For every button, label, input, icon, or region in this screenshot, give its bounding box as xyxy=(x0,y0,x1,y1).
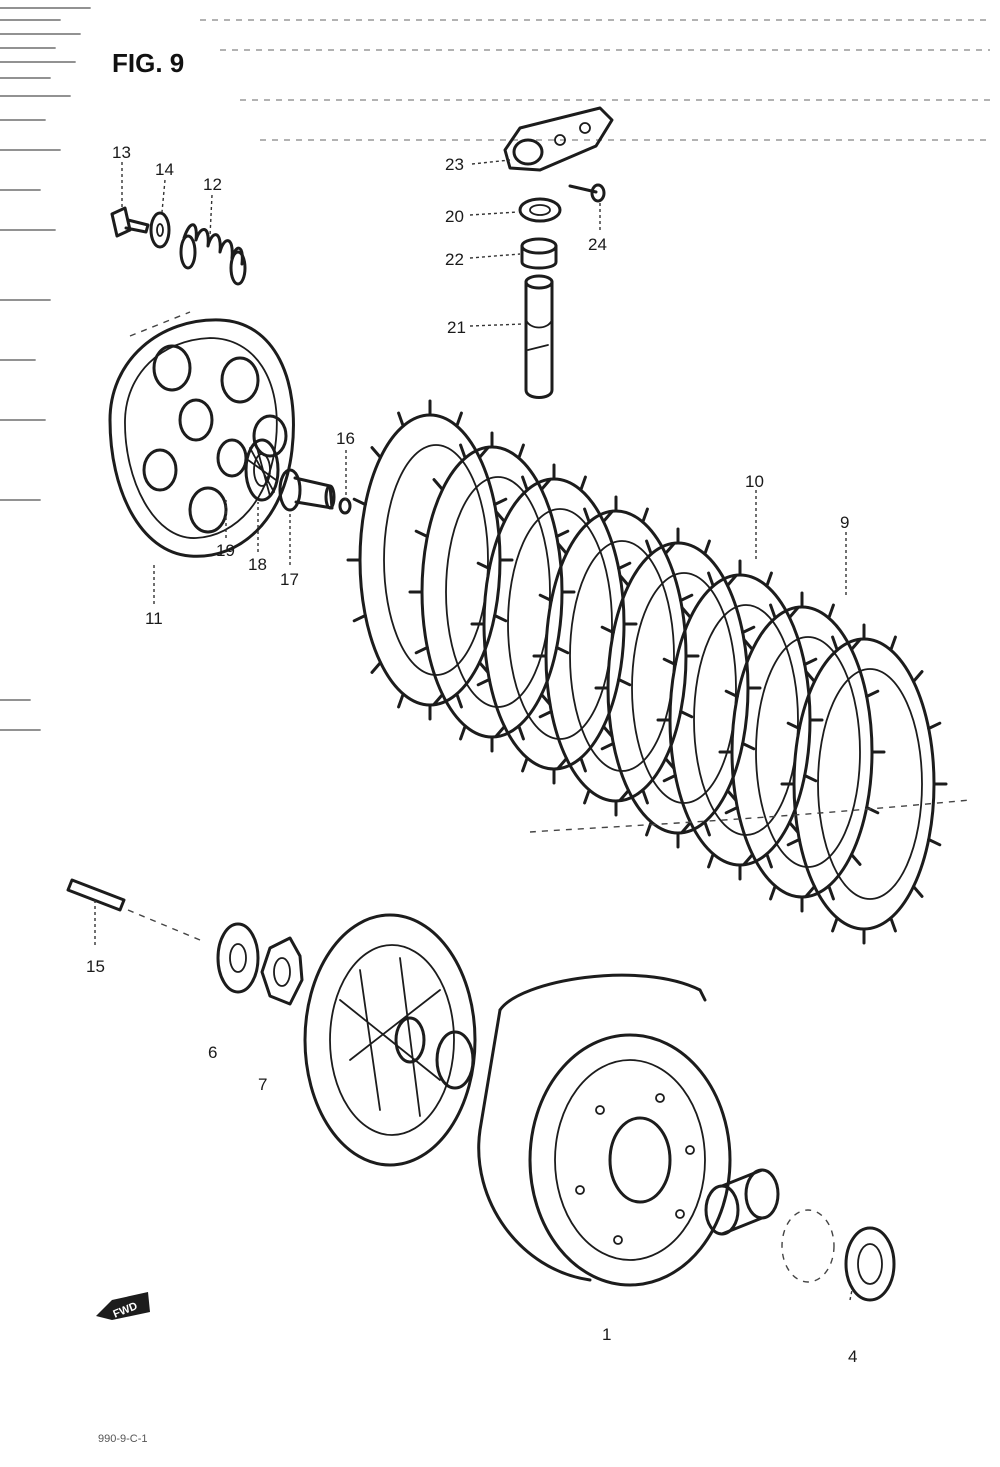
clutch-plate-tabs xyxy=(718,591,886,913)
callout-14: 14 xyxy=(155,160,174,179)
callout-20: 20 xyxy=(445,207,464,226)
clutch-plate-tabs xyxy=(408,431,576,753)
part-pressure-plate-11 xyxy=(108,311,295,558)
part-pin-15 xyxy=(66,878,201,941)
callout-19: 19 xyxy=(216,541,235,560)
callout-7: 7 xyxy=(258,1075,267,1094)
clutch-plate-tabs xyxy=(780,623,948,945)
part-washer-14 xyxy=(149,211,171,249)
callout-1: 1 xyxy=(602,1325,611,1344)
callout-22: 22 xyxy=(445,250,464,269)
callout-17: 17 xyxy=(280,570,299,589)
callout-16: 16 xyxy=(336,429,355,448)
callout-15: 15 xyxy=(86,957,105,976)
clutch-plate-tabs xyxy=(656,559,824,881)
callout-9: 9 xyxy=(840,513,849,532)
leader-lines xyxy=(94,159,853,1301)
part-bolt-13 xyxy=(110,206,150,238)
clutch-plate-tabs xyxy=(346,399,514,721)
assembly-axis-line xyxy=(529,799,971,833)
part-ball-16 xyxy=(338,497,352,515)
part-clutch-hub xyxy=(303,913,477,1167)
callout-11: 11 xyxy=(145,609,163,628)
part-spring-12 xyxy=(179,223,247,286)
part-screw-24 xyxy=(568,183,606,203)
part-spacer-7 xyxy=(260,936,304,1006)
callout-24: 24 xyxy=(588,235,607,254)
scan-noise xyxy=(0,7,990,731)
clutch-plate-tabs xyxy=(532,495,700,817)
part-washer-6 xyxy=(216,922,260,994)
clutch-plate-inner-edge xyxy=(817,668,923,900)
callout-23: 23 xyxy=(445,155,464,174)
callout-10: 10 xyxy=(745,472,764,491)
callout-18: 18 xyxy=(248,555,267,574)
part-needle-bearing xyxy=(704,1168,780,1236)
callout-13: 13 xyxy=(112,143,131,162)
part-bearing-18 xyxy=(244,438,280,502)
part-oil-seal-20 xyxy=(518,197,562,223)
part-bearing-22 xyxy=(520,237,558,270)
clutch-plate-inner-edge xyxy=(383,444,489,676)
callout-labels: 13 14 12 23 20 24 22 21 16 10 9 19 18 17… xyxy=(86,143,857,1366)
callout-4: 4 xyxy=(848,1347,857,1366)
callout-21: 21 xyxy=(447,318,466,337)
part-spacer-ring xyxy=(781,1209,835,1283)
part-thrust-washer-4 xyxy=(844,1226,896,1302)
clutch-plate-tabs xyxy=(594,527,762,849)
part-push-piece-17 xyxy=(278,468,336,512)
clutch-plate-tabs xyxy=(470,463,638,785)
part-release-arm-23 xyxy=(503,106,614,172)
callout-6: 6 xyxy=(208,1043,217,1062)
clutch-plate-stack xyxy=(346,399,948,945)
figure-title: FIG. 9 xyxy=(112,48,184,78)
figure-footer-code: 990-9-C-1 xyxy=(98,1433,148,1445)
part-release-shaft-21 xyxy=(524,274,554,399)
part-clutch-housing xyxy=(477,973,732,1287)
forward-direction-marker: FWD xyxy=(96,1292,150,1321)
callout-12: 12 xyxy=(203,175,222,194)
